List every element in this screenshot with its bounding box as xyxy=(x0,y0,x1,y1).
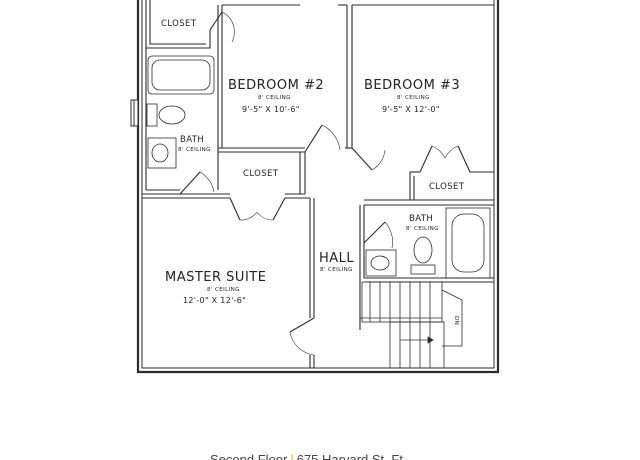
floor-name: Second Floor xyxy=(210,452,288,460)
bedroom2-ceiling: 8' CEILING xyxy=(258,95,291,101)
closet-top-label: CLOSET xyxy=(161,19,197,29)
master-size: 12'-0" X 12'-6" xyxy=(183,296,246,305)
bedroom2-label: BEDROOM #2 xyxy=(228,78,324,93)
master-suite-label: MASTER SUITE xyxy=(165,270,266,285)
closet-right-label: CLOSET xyxy=(429,182,465,192)
bath-right-ceiling: 8' CEILING xyxy=(406,226,439,232)
outer-walls xyxy=(136,0,500,374)
stairs-label: DN xyxy=(453,316,459,325)
master-ceiling: 8' CEILING xyxy=(207,287,240,293)
interior-walls xyxy=(142,0,494,368)
bedroom2-size: 9'-5" X 10'-6" xyxy=(242,105,300,114)
hall-ceiling: 8' CEILING xyxy=(320,267,353,273)
bedroom3-ceiling: 8' CEILING xyxy=(397,95,430,101)
plan-caption: Second Floor|675 Harvard St, Ft xyxy=(0,446,640,460)
bedroom3-label: BEDROOM #3 xyxy=(364,78,460,93)
bath-right-label: BATH xyxy=(409,214,433,224)
bath-left-label: BATH xyxy=(180,135,204,145)
fixtures xyxy=(146,55,491,279)
closet-mid-label: CLOSET xyxy=(243,169,279,179)
stairs xyxy=(360,281,463,369)
address: 675 Harvard St, Ft xyxy=(296,452,403,460)
hall-label: HALL xyxy=(319,251,354,266)
bath-left-ceiling: 8' CEILING xyxy=(178,147,211,153)
bedroom3-size: 9'-5" X 12'-0" xyxy=(382,105,440,114)
caption-separator: | xyxy=(290,452,294,460)
room-labels: CLOSET BEDROOM #2 8' CEILING 9'-5" X 10'… xyxy=(161,19,465,325)
